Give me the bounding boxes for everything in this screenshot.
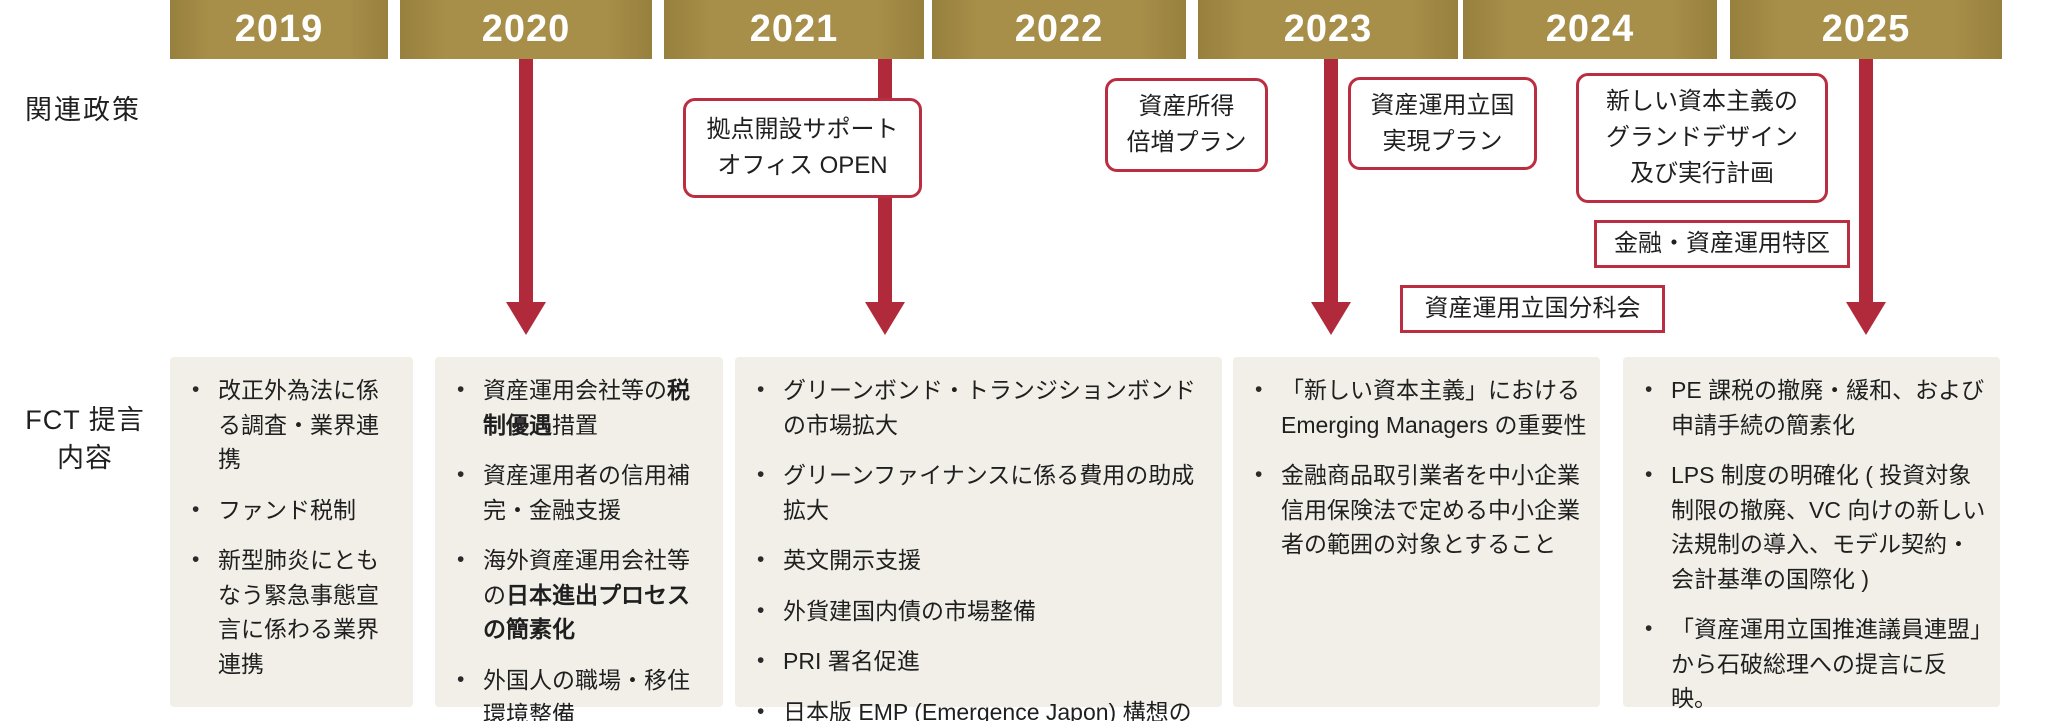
proposal-text: 日本版 EMP (Emergence Japon) 構想の推進 [783,698,1192,721]
proposal-item: 新型肺炎にともなう緊急事態宣言に係わる業界連携 [170,543,401,681]
proposal-text: 税制優遇 [483,377,690,438]
proposal-text: 措置 [552,411,598,438]
proposal-item: グリーンボンド・トランジションボンドの市場拡大 [735,373,1210,442]
proposal-text: 外国人の職場・移住環境整備 [483,666,690,721]
proposal-item: 日本版 EMP (Emergence Japon) 構想の推進 [735,695,1210,721]
proposal-text: PE 課税の撤廃・緩和、および申請手続の簡素化 [1671,377,1985,438]
proposal-text: グリーンボンド・トランジションボンドの市場拡大 [783,377,1196,438]
proposal-item: PRI 署名促進 [735,644,1210,679]
proposal-item: 「資産運用立国推進議員連盟」から石破総理への提言に反映。 [1623,612,1988,716]
proposal-text: 改正外為法に係る調査・業界連携 [218,377,379,472]
fct-box-2025: PE 課税の撤廃・緩和、および申請手続の簡素化 LPS 制度の明確化 ( 投資対象… [1623,357,2000,711]
proposal-list: PE 課税の撤廃・緩和、および申請手続の簡素化 LPS 制度の明確化 ( 投資対象… [1623,357,2000,716]
row-label-fct-proposals: FCT 提言 内容 [25,405,145,473]
proposal-item: PE 課税の撤廃・緩和、および申請手続の簡素化 [1623,373,1988,442]
year-header-2024: 2024 [1463,0,1717,59]
arrow-head [506,302,546,335]
proposal-item: 外国人の職場・移住環境整備 [435,663,711,721]
proposal-item: 改正外為法に係る調査・業界連携 [170,373,401,477]
proposal-text: 英文開示支援 [783,547,921,573]
proposal-text: 資産運用会社等の [483,377,667,403]
proposal-text: LPS 制度の明確化 ( 投資対象制限の撤廃、VC 向けの新しい法規制の導入、モ… [1671,462,1986,592]
proposal-item: グリーンファイナンスに係る費用の助成拡大 [735,458,1210,527]
fct-box-2021-2022: グリーンボンド・トランジションボンドの市場拡大グリーンファイナンスに係る費用の助… [735,357,1222,721]
proposal-item: 資産運用会社等の税制優遇措置 [435,373,711,442]
policy-box-office-open: 拠点開設サポート オフィス OPEN [683,98,922,198]
fct-box-2020: 資産運用会社等の税制優遇措置資産運用者の信用補完・金融支援海外資産運用会社等の日… [435,357,723,721]
proposal-list: 「新しい資本主義」における Emerging Managers の重要性金融商品… [1233,357,1600,562]
proposal-text: 外貨建国内債の市場整備 [783,597,1036,624]
fct-box-2023-2024: 「新しい資本主義」における Emerging Managers の重要性金融商品… [1233,357,1600,707]
proposal-text: 「資産運用立国推進議員連盟」から石破総理への提言に反映。 [1671,616,1982,711]
proposal-item: 英文開示支援 [735,543,1210,578]
year-header-2023: 2023 [1198,0,1458,59]
arrow-head [865,302,905,335]
proposal-text: 金融商品取引業者を中小企業信用保険法で定める中小企業者の範囲の対象とすること [1281,462,1580,557]
year-header-2022: 2022 [932,0,1186,59]
proposal-text: 日本進出プロセスの簡素化 [483,581,690,643]
year-header-2019: 2019 [170,0,388,59]
arrow-head [1846,302,1886,335]
year-header-2025: 2025 [1730,0,2002,59]
policy-box-asset-mgmt-nation-plan: 資産運用立国 実現プラン [1348,77,1537,170]
proposal-item: ファンド税制 [170,493,401,528]
proposal-text: 海外資産運用会社等の [483,547,690,608]
proposal-list: グリーンボンド・トランジションボンドの市場拡大グリーンファイナンスに係る費用の助… [735,357,1222,721]
arrow-shaft [1324,59,1338,304]
proposal-text: 「新しい資本主義」における Emerging Managers の重要性 [1281,377,1587,438]
proposal-list: 改正外為法に係る調査・業界連携ファンド税制新型肺炎にともなう緊急事態宣言に係わる… [170,357,413,681]
proposal-item: 外貨建国内債の市場整備 [735,594,1210,629]
proposal-text: PRI 署名促進 [783,648,920,674]
proposal-text: グリーンファイナンスに係る費用の助成拡大 [783,462,1195,523]
policy-box-new-capitalism-grand-design: 新しい資本主義の グランドデザイン 及び実行計画 [1576,73,1828,203]
row-label-related-policies: 関連政策 [25,95,141,125]
proposal-item: 金融商品取引業者を中小企業信用保険法で定める中小企業者の範囲の対象とすること [1233,458,1588,562]
year-header-2020: 2020 [400,0,652,59]
policy-box-subcommittee: 資産運用立国分科会 [1400,285,1665,333]
proposal-item: LPS 制度の明確化 ( 投資対象制限の撤廃、VC 向けの新しい法規制の導入、モ… [1623,458,1988,596]
proposal-item: 「新しい資本主義」における Emerging Managers の重要性 [1233,373,1588,442]
proposal-item: 海外資産運用会社等の日本進出プロセスの簡素化 [435,543,711,647]
proposal-text: 資産運用者の信用補完・金融支援 [483,462,690,523]
policy-box-special-zone: 金融・資産運用特区 [1594,220,1850,268]
arrow-head [1311,302,1351,335]
fct-box-2019: 改正外為法に係る調査・業界連携ファンド税制新型肺炎にともなう緊急事態宣言に係わる… [170,357,413,707]
proposal-text: 新型肺炎にともなう緊急事態宣言に係わる業界連携 [218,547,379,677]
proposal-text: ファンド税制 [218,496,356,523]
arrow-shaft [519,59,533,304]
proposal-list: 資産運用会社等の税制優遇措置資産運用者の信用補完・金融支援海外資産運用会社等の日… [435,357,723,721]
policy-box-asset-income-plan: 資産所得 倍増プラン [1105,78,1268,172]
arrow-shaft [1859,59,1873,304]
year-header-2021: 2021 [664,0,924,59]
proposal-item: 資産運用者の信用補完・金融支援 [435,458,711,527]
